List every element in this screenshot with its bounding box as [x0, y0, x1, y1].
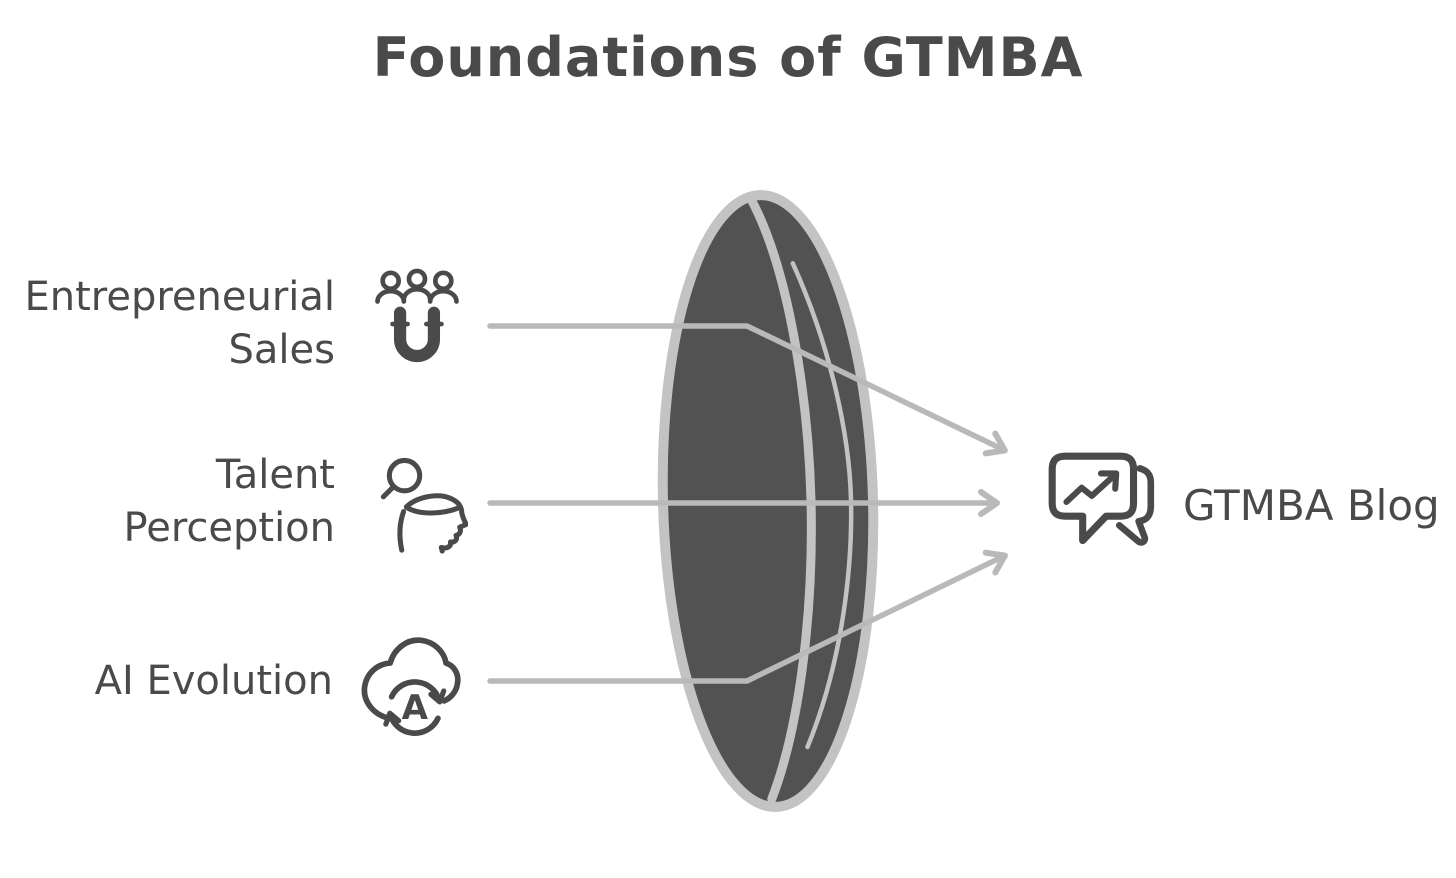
chat-growth-icon	[1041, 444, 1163, 568]
page-title: Foundations of GTMBA	[372, 26, 1084, 89]
label-entrepreneurial-sales: Entrepreneurial Sales	[24, 271, 335, 377]
audience-magnet-icon	[370, 266, 464, 384]
head-search-icon	[376, 450, 468, 562]
label-gtmba-blog: GTMBA Blog	[1183, 481, 1440, 530]
ai-cloud-refresh-icon: A	[358, 624, 464, 740]
label-line: Talent	[215, 452, 335, 498]
ai-letter: A	[402, 688, 429, 728]
label-line: Sales	[228, 327, 335, 374]
label-line: Entrepreneurial	[24, 274, 335, 320]
label-talent-perception: Talent Perception	[124, 449, 335, 555]
ray-ai-evolution	[487, 549, 1008, 684]
ray-entrepreneurial-sales	[487, 323, 1008, 457]
label-line: AI Evolution	[94, 658, 333, 704]
connector-rays	[487, 323, 1008, 684]
label-ai-evolution: AI Evolution	[95, 655, 333, 708]
label-line: Perception	[123, 505, 335, 552]
